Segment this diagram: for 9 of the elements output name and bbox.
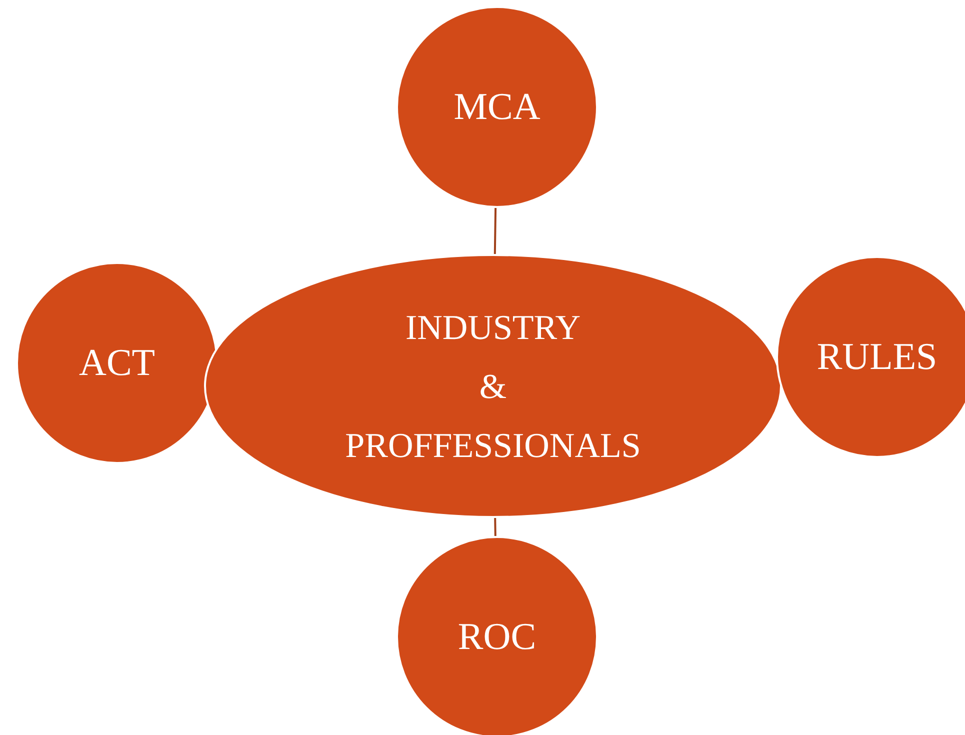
node-label: ROC: [458, 618, 536, 656]
node-label: RULES: [816, 338, 938, 376]
connector-line: [494, 208, 497, 254]
node-label: ACT: [79, 344, 155, 382]
node-label: MCA: [454, 88, 540, 126]
connector-line: [494, 518, 496, 536]
node-label: INDUSTRY: [405, 310, 581, 344]
node-label: &: [479, 368, 507, 404]
node-label: PROFFESSIONALS: [345, 428, 641, 462]
